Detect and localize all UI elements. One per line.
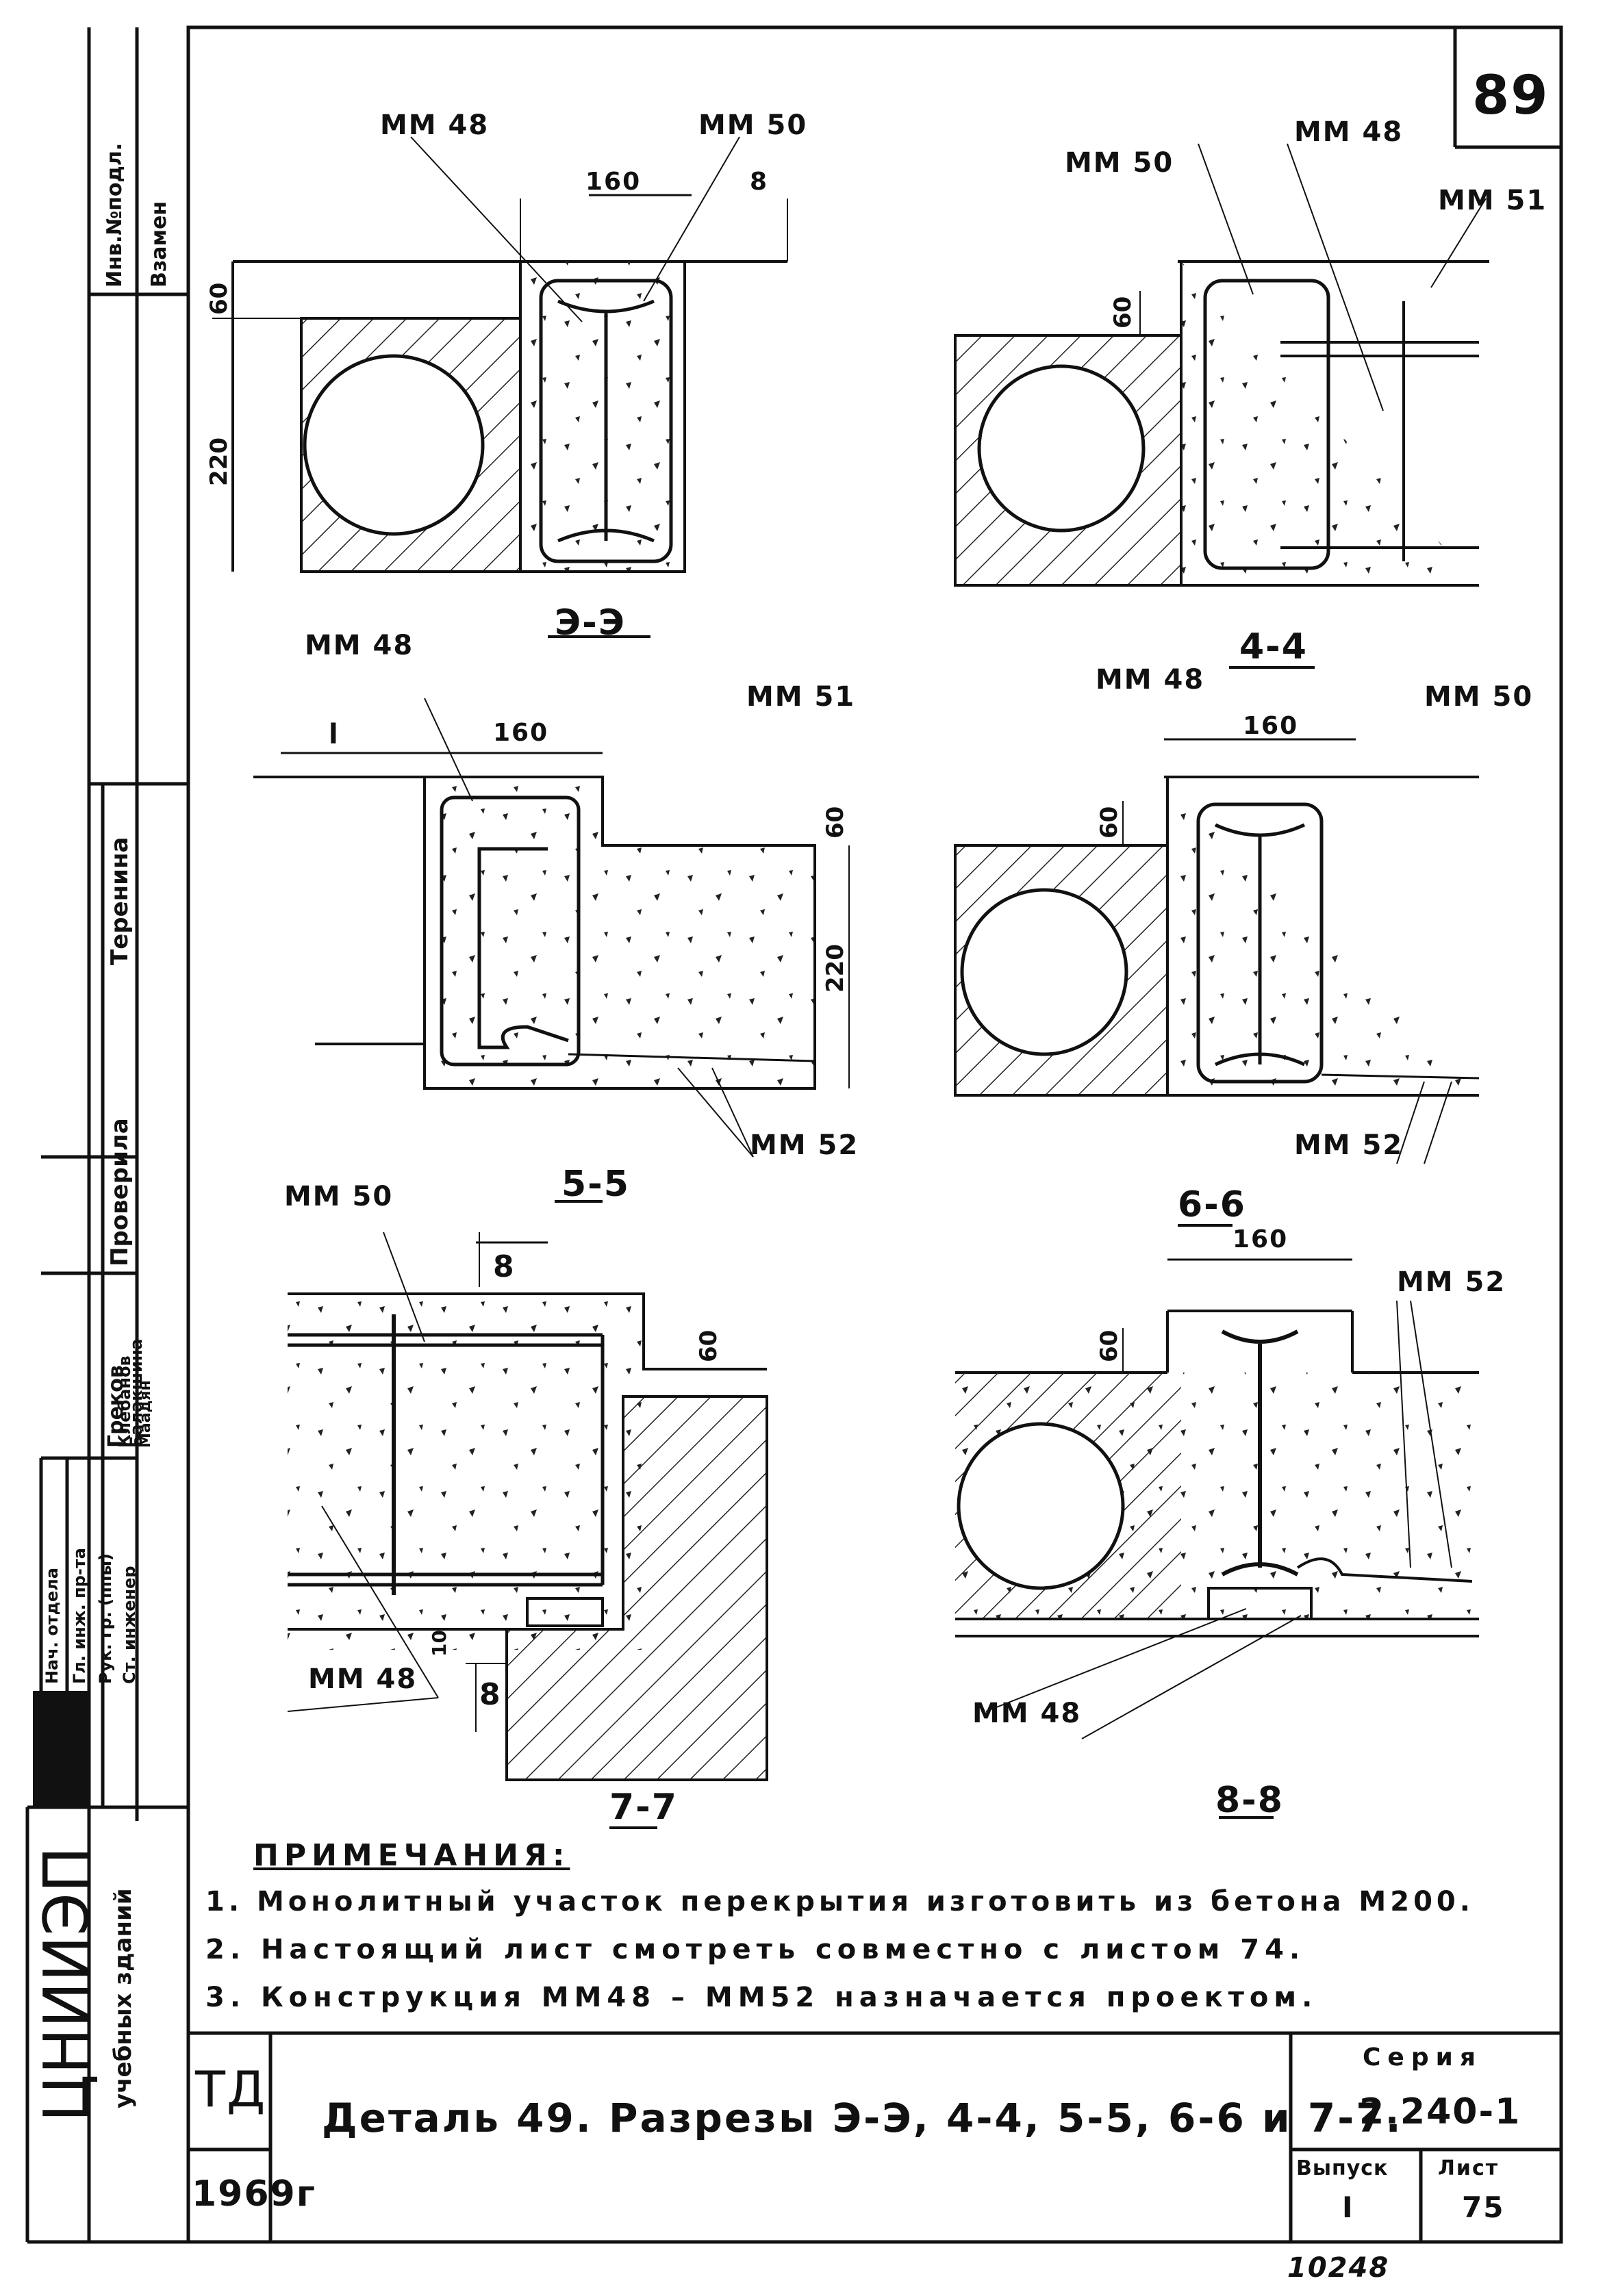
s88-dim-160: 160 xyxy=(1233,1225,1289,1253)
stamp-name-4: Маадян xyxy=(137,1380,154,1448)
note-3: 3. Конструкция ММ48 – ММ52 назначается п… xyxy=(205,1982,1318,2013)
s66-label-mm50: ММ 50 xyxy=(1424,681,1534,713)
section-77-drawing xyxy=(287,1232,768,1829)
s66-title: 6-6 xyxy=(1178,1184,1246,1225)
steel-beam-outline xyxy=(539,279,673,563)
s88-title: 8-8 xyxy=(1215,1780,1284,1821)
s88-label-mm48: ММ 48 xyxy=(972,1698,1082,1729)
series-value: 2.240-1 xyxy=(1359,2091,1521,2132)
s55-dim-60: 60 xyxy=(822,806,849,839)
s88-label-mm52: ММ 52 xyxy=(1397,1266,1506,1298)
drawing-title: Деталь 49. Разрезы Э-Э, 4-4, 5-5, 6-6 и … xyxy=(322,2095,1403,2141)
note-1: 1. Монолитный участок перекрытия изготов… xyxy=(205,1886,1474,1917)
s77-title: 7-7 xyxy=(609,1787,678,1828)
s66-label-mm52: ММ 52 xyxy=(1294,1130,1404,1161)
s44-label-mm48: ММ 48 xyxy=(1294,116,1404,148)
section-88-drawing xyxy=(955,1258,1479,1819)
stamp-role-2: Гл. инж. пр-та xyxy=(70,1548,89,1684)
stamp-approver-name: Теренина xyxy=(106,837,134,965)
notes-heading: ПРИМЕЧАНИЯ: xyxy=(253,1838,570,1873)
s55-dim-220: 220 xyxy=(822,944,849,993)
section-55-drawing xyxy=(253,698,850,1203)
hollow-core-circle xyxy=(303,354,485,536)
s66-dim-60: 60 xyxy=(1096,806,1123,839)
s33-dim-60: 60 xyxy=(205,282,233,315)
sheet-label: Лист xyxy=(1438,2156,1500,2180)
s66-dim-160: 160 xyxy=(1243,712,1299,740)
stamp-role-4: Ст. инженер xyxy=(120,1566,139,1684)
s77-dim-8-top: 8 xyxy=(493,1249,516,1284)
s33-title: Э-Э xyxy=(555,602,626,643)
stamp-replacement: Взамен xyxy=(147,201,171,288)
stamp-approved-by: Проверила xyxy=(106,1118,134,1266)
s55-title: 5-5 xyxy=(561,1164,630,1205)
title-block-code: ТД xyxy=(195,2061,267,2118)
s33-dim-160: 160 xyxy=(585,168,642,196)
s55-label-mm48: ММ 48 xyxy=(305,630,414,661)
s33-label-mm48: ММ 48 xyxy=(380,110,490,141)
note-2: 2. Настоящий лист смотреть совместно с л… xyxy=(205,1934,1306,1965)
section-33-drawing xyxy=(212,136,788,638)
s55-dim-160: 160 xyxy=(493,719,549,747)
stamp-inv-number: Инв.№подл. xyxy=(103,142,127,288)
s55-dim-l: l xyxy=(329,719,340,750)
stamp-role-1: Нач. отдела xyxy=(42,1567,62,1684)
s77-dim-60: 60 xyxy=(695,1329,722,1362)
s44-dim-60: 60 xyxy=(1109,296,1137,329)
section-66-drawing xyxy=(954,738,1480,1227)
sheet-value: 75 xyxy=(1462,2191,1505,2224)
s55-label-mm52: ММ 52 xyxy=(750,1130,859,1161)
org-subtitle: учебных зданий xyxy=(110,1888,137,2108)
org-name: ЦНИИЭП xyxy=(31,1846,103,2122)
s88-dim-60: 60 xyxy=(1096,1329,1123,1362)
stamp-role-3: Рук. гр. (ппы) xyxy=(96,1553,115,1684)
s33-label-mm50: ММ 50 xyxy=(698,110,808,141)
s77-label-mm48: ММ 48 xyxy=(308,1663,418,1695)
s44-label-mm51: ММ 51 xyxy=(1438,185,1547,216)
s33-dim-220: 220 xyxy=(205,437,233,486)
s66-label-mm48: ММ 48 xyxy=(1096,664,1205,696)
s77-label-mm50: ММ 50 xyxy=(284,1181,394,1212)
s77-dim-10: 10 xyxy=(428,1630,451,1657)
s33-dim-8: 8 xyxy=(750,168,769,196)
s44-label-mm50: ММ 50 xyxy=(1065,147,1174,179)
footer-code: 10248 xyxy=(1287,2252,1390,2284)
s44-title: 4-4 xyxy=(1239,626,1308,667)
stamp-blot xyxy=(33,1691,88,1807)
section-44-drawing xyxy=(954,143,1489,669)
title-block-year: 1969г xyxy=(192,2173,316,2215)
s77-dim-8-bottom: 8 xyxy=(479,1677,502,1712)
issue-value: I xyxy=(1342,2191,1354,2224)
series-label: Серия xyxy=(1363,2043,1482,2071)
sheet-number: 89 xyxy=(1472,65,1550,127)
issue-label: Выпуск xyxy=(1296,2156,1389,2180)
s55-label-mm51: ММ 51 xyxy=(746,681,856,713)
